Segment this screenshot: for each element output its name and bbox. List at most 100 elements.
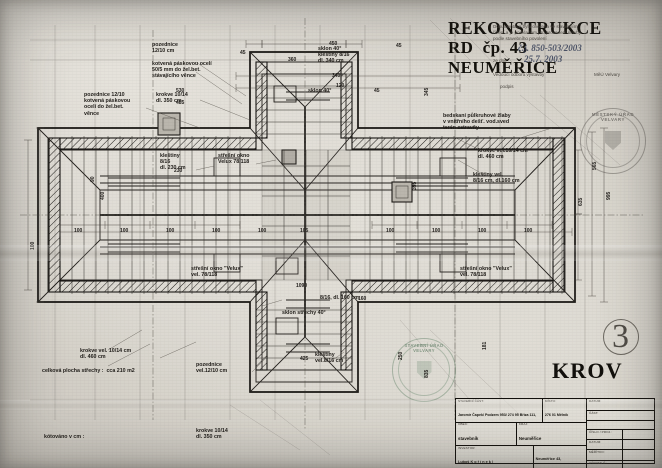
vdim-395: 395 [412, 181, 418, 190]
note-plocha-strechy: celková plocha střechy : cca 210 m2 [42, 368, 135, 374]
dim-45-b: 45 [396, 43, 402, 49]
drawing-title-line1: REKONSTRUKCE [448, 18, 602, 38]
dim-105: 105 [300, 228, 309, 234]
approval-stamp-line3: podle stavebního povolení [493, 36, 547, 41]
note-klestiny-topright: kleštiny 8/16 dl. 340 cm [318, 52, 350, 65]
dim-100-e: 100 [258, 228, 267, 234]
note-krokve-bottom-left: krokve vel. 10/14 cm dl. 460 cm [80, 348, 132, 361]
title-block-left: STAVEBNÍ ČÁST: Jaromír Čapek/ Podzem 953… [456, 399, 587, 468]
note-sklon-top: sklon 40° [318, 46, 342, 52]
title-block-row: STAVEBNÍ ČÁST: Jaromír Čapek/ Podzem 953… [456, 399, 586, 423]
title-block-cell: OBEC: stavebník [456, 422, 517, 446]
note-kotovano: kótováno v cm : [44, 434, 85, 440]
drawing-title-line3: NEUMĚŘICE [448, 58, 558, 77]
tb-label: VÝKRES Č.: [589, 461, 608, 465]
vdim-90: 90 [90, 176, 96, 182]
tb-label: ČÍSLO / PROJ.: [589, 430, 613, 434]
title-block-cell: Neuměřice 43, [534, 446, 586, 468]
tb-label: INVESTOR: [458, 446, 476, 450]
title-block-cell: ČÍSLO / PROJ.: [587, 430, 624, 439]
title-block-row: OBEC: stavebník KRAJ: Neuměřice [456, 422, 586, 447]
note-velux-right: střešní okno "Velux" vel. 78/118 [460, 266, 512, 279]
tb-value: Luboš K o ř í n e k / [458, 460, 494, 465]
vdim-250: 250 [398, 351, 404, 360]
approval-ref-number: č.j. 850-503/2003 [518, 43, 582, 53]
note-pozednice-bottom: pozednice vel.12/10 cm [196, 362, 228, 375]
title-block-row: 273 26 Kladno-2 [587, 421, 654, 430]
dim-45-c: 45 [374, 88, 380, 94]
dim-530: 530 [176, 88, 185, 94]
approval-office: MěÚ Velvary [594, 72, 621, 77]
sheet-number: 3 [603, 318, 639, 355]
approval-date-value: 25.7. 2003 [524, 54, 563, 64]
vdim-345: 345 [424, 87, 430, 96]
title-block-cell: 01.2003 [623, 440, 654, 449]
dim-100-h: 100 [478, 228, 487, 234]
title-block-cell: DATUM: [587, 440, 624, 449]
note-pozednice-left: pozednice 12/10 kotvená páskovou ocelí d… [84, 92, 131, 117]
vdim-835: 835 [424, 369, 430, 378]
approval-date-label: ze dne [493, 58, 507, 63]
vdim-995: 995 [606, 191, 612, 200]
title-block: STAVEBNÍ ČÁST: Jaromír Čapek/ Podzem 953… [455, 398, 655, 468]
title-block-cell: STAVEBNÍ ČÁST: Jaromír Čapek/ Podzem 953… [456, 399, 543, 422]
title-block-cell: 3 [623, 461, 654, 468]
title-block-cell: 273 26 Kladno-2 [587, 421, 654, 429]
tb-value: Neuměřice 43, [535, 456, 562, 461]
tb-value: Jaromír Čapek/ Podzem 953/ 274 95 Bříza … [458, 413, 537, 418]
dim-45-a: 45 [240, 50, 246, 56]
title-block-cell: DATUM: 05/06/03/O. [587, 399, 654, 410]
title-block-row: DATUM: 01.2003 [587, 440, 654, 450]
title-block-row-sheet: VÝKRES Č.: 3 [587, 461, 654, 468]
title-block-row: ČÍSLO / PROJ.: J.P. [587, 430, 654, 440]
approval-signature-label: podpis [500, 84, 514, 89]
tb-label: DATUM: [589, 399, 602, 403]
dim-100-a: 100 [74, 228, 83, 234]
dim-100-g: 100 [432, 228, 441, 234]
approval-authority-label: Vedoucí odboru výstavby [493, 72, 545, 77]
note-klestiny-bottom: kleštiny vel.8/16 cm [315, 352, 344, 365]
title-block-cell: VÝKRES Č.: [587, 461, 624, 468]
vdim-181: 181 [482, 341, 488, 350]
tb-label: OBEC: [458, 422, 469, 427]
dim-100-i: 100 [524, 228, 533, 234]
title-block-cell: J.P. [623, 430, 654, 439]
drawing-title-line2: RD čp. 43 [448, 38, 528, 57]
title-block-cell: 1 : 50 [623, 450, 654, 461]
dim-450: 450 [329, 41, 338, 47]
title-block-cell: INVESTOR: Luboš K o ř í n e k / [456, 446, 534, 468]
vdim-100: 100 [30, 241, 36, 250]
title-block-cell: ČÁST: [587, 411, 654, 420]
note-bedneni-zlaby: bedskaní půlkruhové žlaby v vnitřního de… [443, 113, 511, 132]
note-velux-mid: střešní okno "Velux" vel. 78/118 [191, 266, 243, 279]
vdim-565: 565 [592, 161, 598, 170]
dim-340: 340 [332, 73, 341, 79]
dim-1090: 1090 [296, 283, 308, 289]
dim-100-b: 100 [120, 228, 129, 234]
dim-120: 120 [336, 83, 345, 89]
note-velux-center: střešní okno Velux 78/118 [218, 153, 250, 166]
tb-label: DATUM: [589, 440, 602, 444]
tb-label: MĚŘÍTKO: [589, 450, 605, 454]
note-pozednice-top-left: pozednice 12/10 cm kotvená páskovou ocel… [152, 42, 212, 80]
tb-value: stavebník [458, 435, 479, 441]
approval-stamp-line1: Dokumentace byla ověřena ve stavebním [493, 24, 578, 29]
tb-value-scale: 1 : 50 [625, 460, 640, 461]
dim-100-d: 100 [212, 228, 221, 234]
tb-value: Neuměřice [518, 435, 542, 441]
tb-value: 276 01 Mělník [544, 413, 569, 418]
note-krokve-left: krokve 10/14 dl. 350 cm [156, 92, 188, 105]
note-sklon-strechy-bottom: sklon střechy 40° [282, 310, 326, 316]
title-block-cell: MĚŘÍTKO: [587, 450, 624, 460]
tb-label: ČÁST: [589, 411, 599, 415]
dim-230: 230 [174, 168, 183, 174]
dim-100-c: 100 [166, 228, 175, 234]
title-block-row: DATUM: 05/06/03/O. [587, 399, 654, 411]
note-krokve-right: krokve vel.10/14 cm dl. 460 cm [478, 148, 528, 161]
vdim-635: 635 [578, 197, 584, 206]
tb-label: KRAJ: [518, 422, 529, 427]
dim-485: 485 [176, 100, 185, 106]
title-block-row: ČÁST: [587, 411, 654, 421]
